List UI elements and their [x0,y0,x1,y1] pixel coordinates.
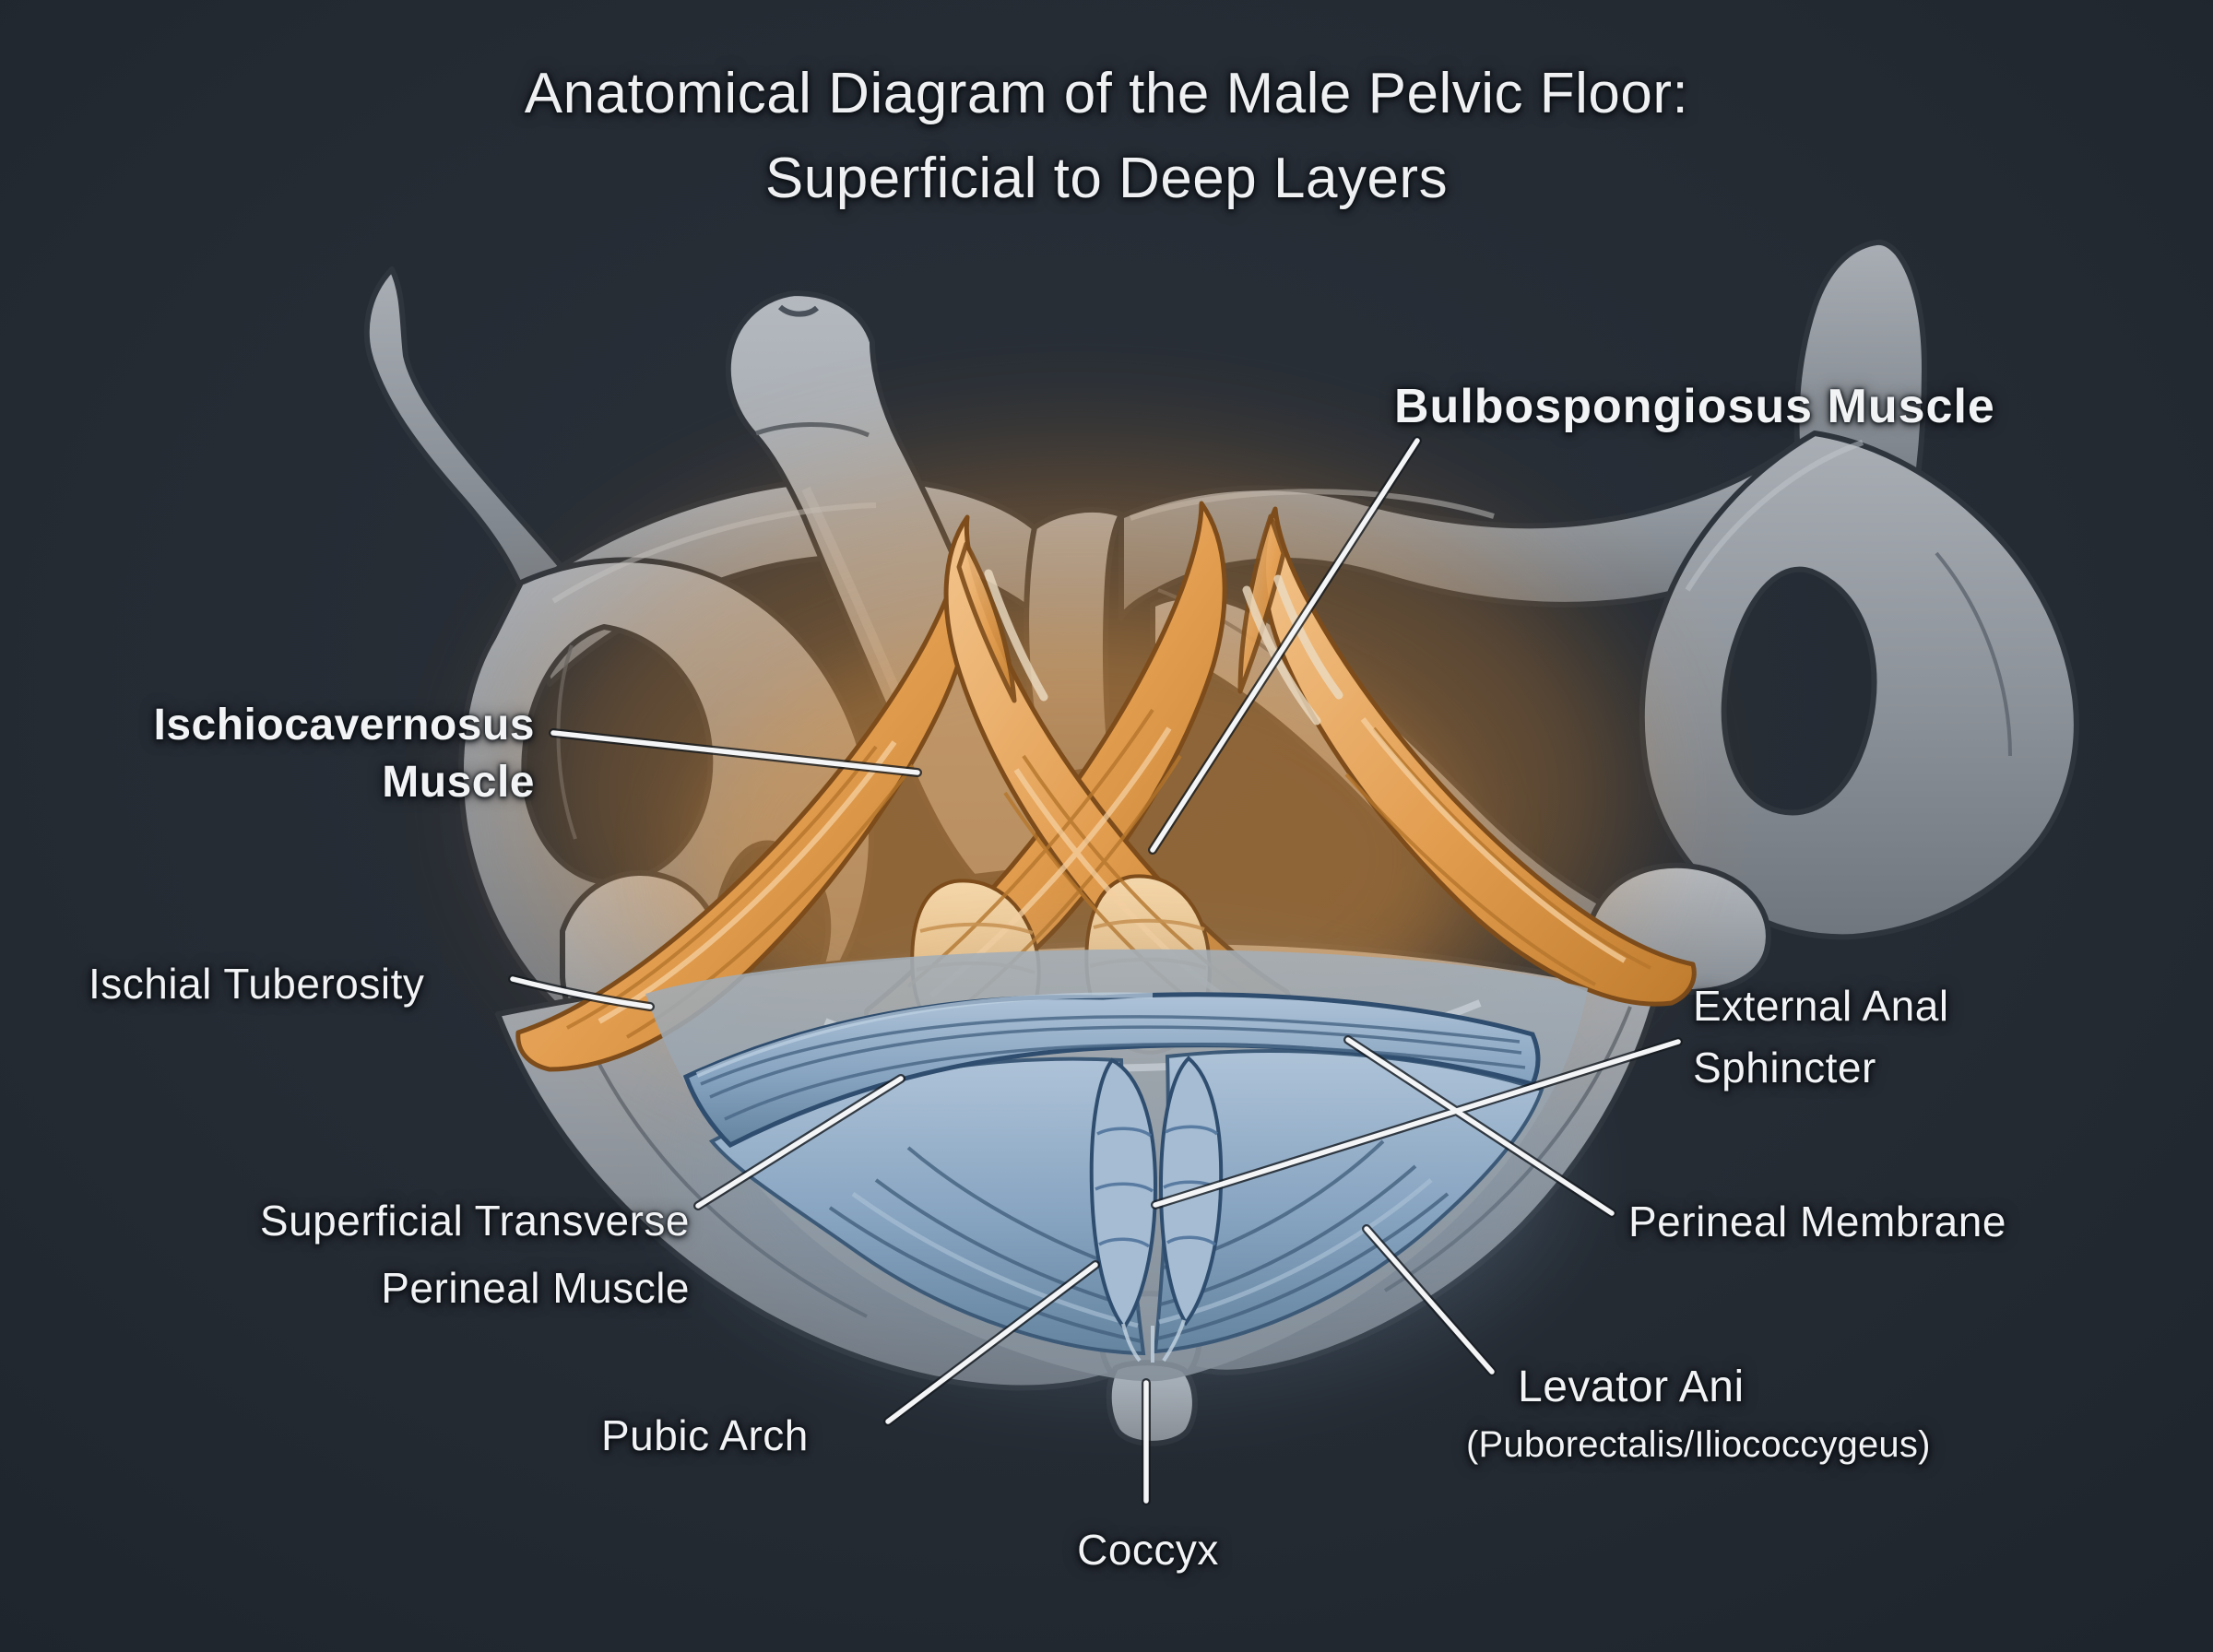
crus-wisp-right [1237,513,1286,694]
label-coccyx: Coccyx [1077,1526,1219,1574]
label-external-anal-line1: External Anal [1693,982,1949,1030]
label-perineal-membrane: Perineal Membrane [1628,1198,2006,1245]
title-line-1: Anatomical Diagram of the Male Pelvic Fl… [524,62,1689,125]
leader-perineal-membrane [1345,1037,1615,1216]
crus-wisp-left [956,541,1017,703]
urethral-meatus [777,304,820,317]
anococcygeal-fibers [1121,1319,1186,1363]
label-bulbospongiosus-muscle: Bulbospongiosus Muscle [1394,380,1995,433]
deep-muscles [645,949,1588,1383]
label-ischial-tuberosity: Ischial Tuberosity [89,960,425,1008]
leader-external-anal-sphincter [1153,1039,1681,1208]
glans-corona-line [755,422,870,438]
leader-ischial-tuberosity [510,976,653,1009]
title-line-2: Superficial to Deep Layers [764,147,1449,210]
label-external-anal-sphincter: External Anal Sphincter [1693,975,1949,1099]
leader-levator-ani [1364,1226,1495,1375]
levator-highlights [851,1178,1433,1328]
leader-pubic-arch [885,1262,1098,1424]
label-pubic-arch: Pubic Arch [601,1411,809,1459]
transverse-band-highlight [695,992,1154,1078]
leader-ischiocavernosus [550,730,920,775]
label-ischiocavernosus-muscle: Ischiocavernosus Muscle [37,697,535,811]
leader-lines [508,436,1683,1505]
leader-bulbospongiosus [1150,438,1420,853]
label-ischiocavernosus-line1: Ischiocavernosus [153,701,535,749]
right-iliac-wing [1639,431,2079,940]
leader-line-strokes [510,438,1681,1504]
leader-superficial-transverse [695,1076,904,1209]
label-external-anal-line2: Sphincter [1693,1044,1876,1092]
label-levator-ani: Levator Ani [1518,1363,1745,1411]
label-levator-ani-sublabel: (Puborectalis/Iliococcygeus) [1466,1424,1931,1465]
label-superficial-transverse-line1: Superficial Transverse [259,1197,690,1245]
levator-ani-right [1153,1049,1544,1354]
label-superficial-transverse-line2: Perineal Muscle [381,1264,690,1312]
label-superficial-transverse-perineal-muscle: Superficial Transverse Perineal Muscle [92,1187,690,1322]
label-ischiocavernosus-line2: Muscle [382,758,535,807]
page-title: Anatomical Diagram of the Male Pelvic Fl… [0,52,2213,221]
